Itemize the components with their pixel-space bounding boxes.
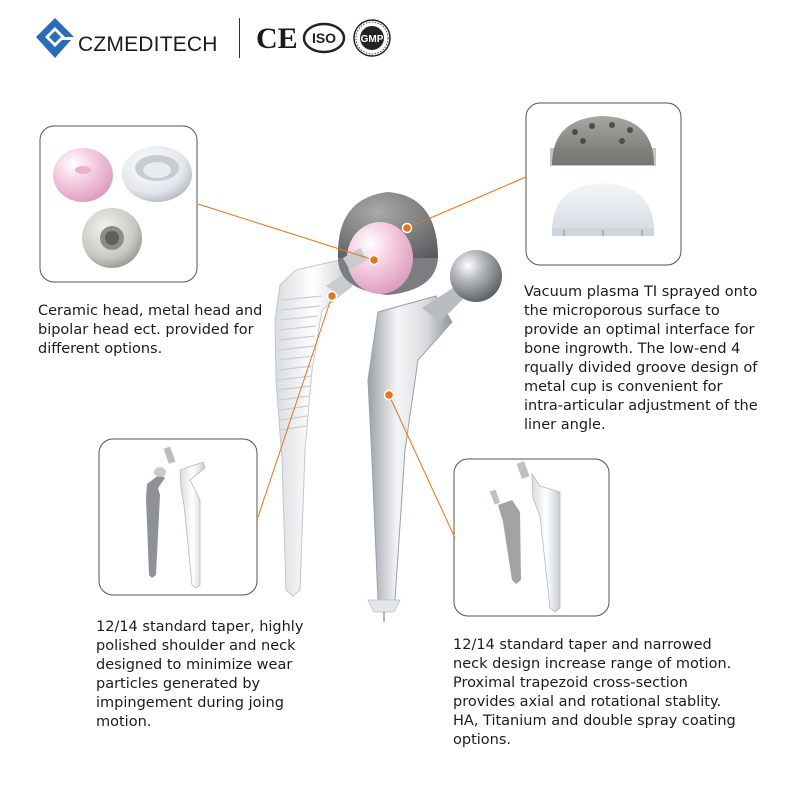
neck-description: 12/14 standard taper and narrowed neck d…	[453, 637, 736, 748]
iso-badge: ISO	[302, 22, 346, 54]
callout-dot-taper	[326, 290, 338, 302]
bipolar-head-image	[122, 146, 192, 202]
neck-image-box	[453, 458, 610, 617]
taper-image-box	[98, 438, 258, 596]
cup-description: Vacuum plasma TI sprayed onto the microp…	[524, 284, 758, 433]
acetabular-cup-image	[550, 116, 656, 166]
czmeditech-logo-icon	[36, 18, 74, 58]
gmp-badge: GMP	[353, 19, 391, 57]
callout-line-neck	[388, 394, 456, 539]
callout-line-heads	[197, 203, 375, 261]
ceramic-head-image	[53, 148, 113, 202]
polished-stem-image	[367, 250, 502, 622]
callout-line-cup	[406, 176, 527, 229]
brand-name: CZMEDITECH	[78, 33, 218, 56]
liner-image	[552, 183, 654, 236]
gmp-text: GMP	[361, 34, 384, 45]
header: CZMEDITECH CE ISO GMP	[34, 16, 414, 62]
cup-assembly-image	[337, 192, 438, 295]
callout-line-taper	[257, 295, 333, 518]
iso-text: ISO	[312, 30, 336, 46]
callout-dots	[326, 222, 413, 401]
coated-stems-image	[489, 461, 561, 613]
metal-head-image	[82, 208, 142, 268]
callout-lines	[197, 176, 527, 539]
callout-dot-cup	[401, 222, 413, 234]
callout-dot-heads	[368, 254, 380, 266]
heads-description: Ceramic head, metal head and bipolar hea…	[38, 303, 263, 357]
taper-description: 12/14 standard taper, highly polished sh…	[96, 619, 304, 730]
callout-dot-neck	[383, 389, 395, 401]
header-divider	[239, 18, 240, 58]
ce-mark: CE	[256, 22, 298, 55]
small-stems-image	[146, 446, 206, 589]
white-grooved-stem-image	[274, 259, 364, 597]
